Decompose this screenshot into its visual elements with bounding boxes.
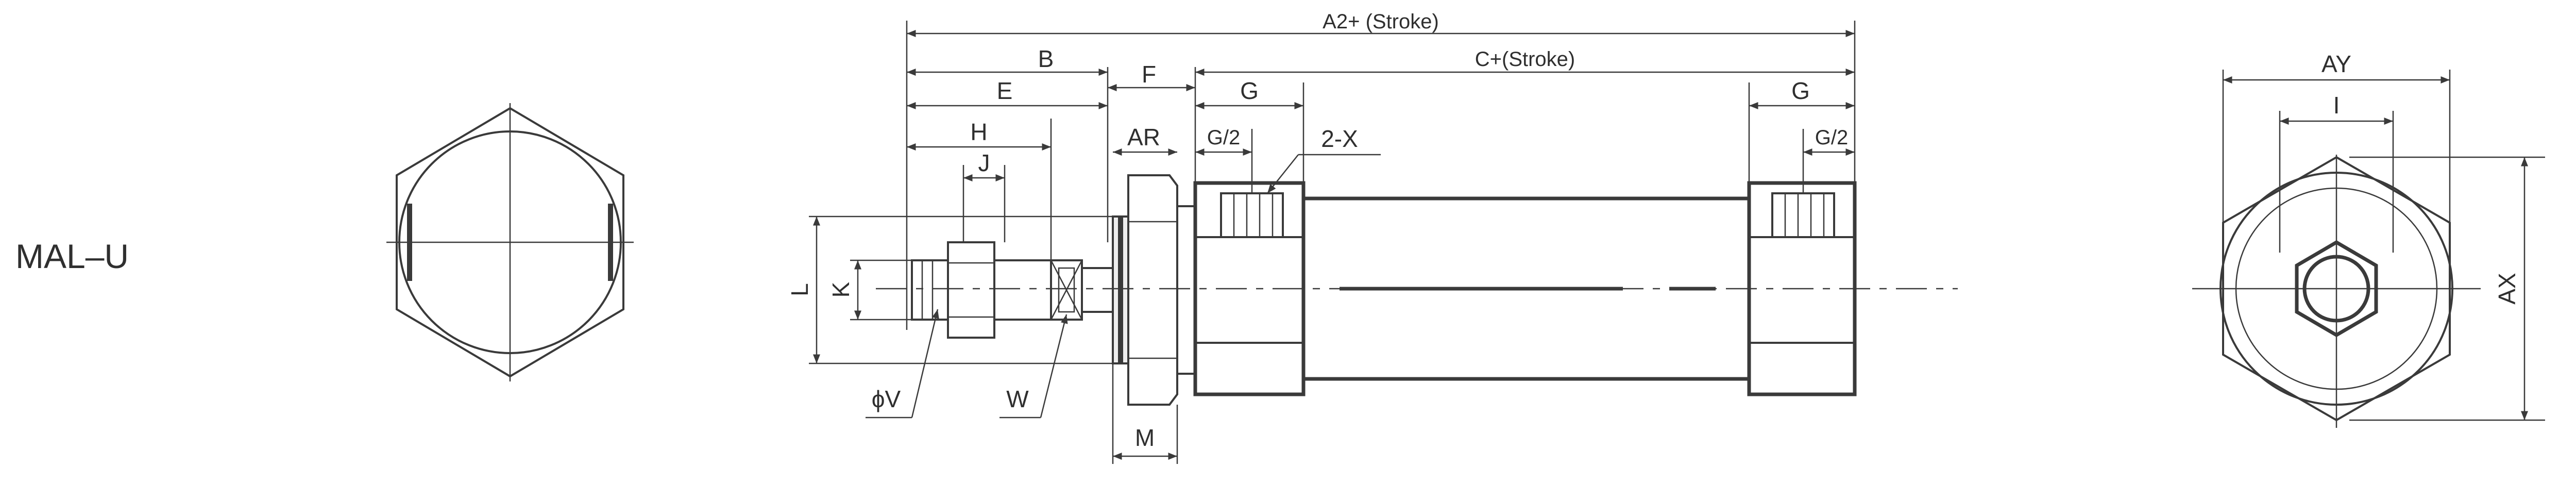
end-view-hexagon [386, 103, 634, 381]
rod-nut [947, 241, 995, 339]
dim-g-half-right: G/2 [1815, 126, 1848, 149]
rod-thread-end [911, 259, 949, 321]
dim-ar: AR [1127, 124, 1160, 151]
dim-f: F [1142, 61, 1156, 88]
dim-ax: AX [2494, 273, 2520, 304]
dim-2-x: 2-X [1321, 125, 1358, 152]
piston-rod [993, 259, 1052, 321]
dim-h: H [970, 119, 987, 145]
dim-g-right: G [1791, 77, 1810, 104]
side-dimensions: A2+ (Stroke) B F C+(Stroke) E G G H J AR… [786, 10, 1856, 464]
dim-k: K [827, 281, 854, 297]
dim-w: W [1006, 386, 1029, 412]
side-view [876, 174, 1958, 406]
end-view-right: AY I AX [2192, 51, 2545, 428]
dim-m: M [1135, 424, 1155, 451]
mounting-nut [1127, 174, 1178, 406]
dim-b: B [1038, 45, 1054, 72]
dim-g-left: G [1240, 77, 1259, 104]
mount-thread [1176, 205, 1196, 375]
dim-l: L [786, 283, 813, 296]
dim-c-stroke: C+(Stroke) [1475, 48, 1575, 71]
dim-g-half-left: G/2 [1207, 126, 1240, 149]
dim-j: J [978, 149, 990, 176]
model-title: MAL–U [15, 237, 129, 275]
rod-neck [1081, 267, 1114, 313]
dim-e: E [997, 77, 1013, 104]
dim-phi-v: ϕV [872, 386, 901, 412]
dim-a2-stroke: A2+ (Stroke) [1323, 10, 1439, 33]
dim-i: I [2333, 92, 2340, 119]
dim-ay: AY [2321, 51, 2351, 77]
